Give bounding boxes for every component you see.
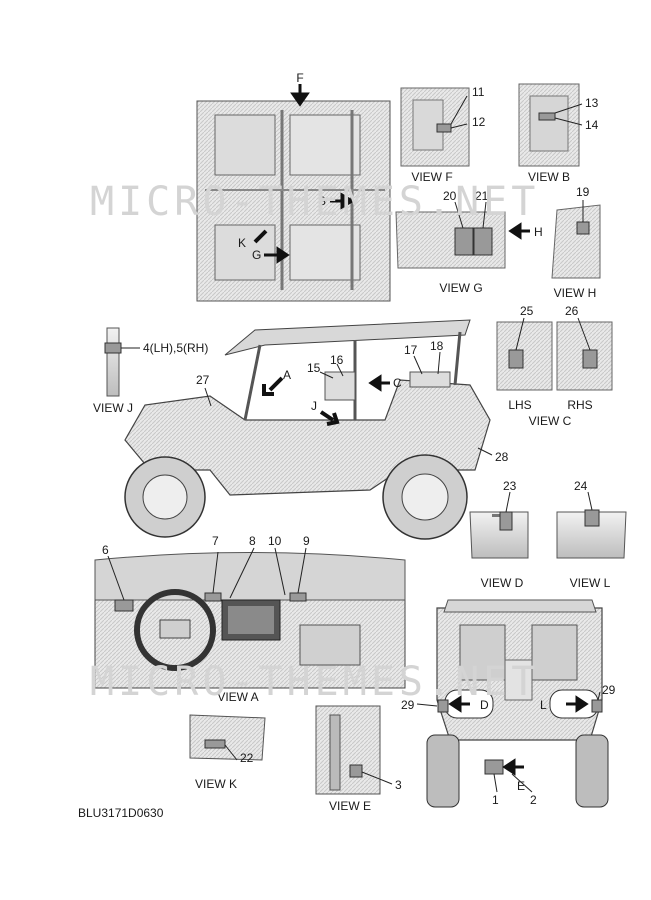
arrow-b-label: B [318, 194, 326, 208]
view-l: 24 VIEW L [556, 479, 627, 590]
callout-19: 19 [576, 185, 590, 199]
view-c-lhs: LHS [508, 398, 531, 412]
callout-14: 14 [585, 118, 599, 132]
view-c-rhs: RHS [567, 398, 592, 412]
view-e: 3 VIEW E [315, 705, 402, 813]
callout-15: 15 [307, 361, 321, 375]
arrow-l-label: L [540, 698, 547, 712]
top-view: F B K G [196, 71, 391, 302]
arrow-h-label: H [534, 225, 543, 239]
arrow-f-icon [290, 84, 310, 107]
callout-22: 22 [240, 751, 254, 765]
arrow-g-icon [264, 246, 290, 264]
view-l-title: VIEW L [570, 576, 611, 590]
view-g-title: VIEW G [439, 281, 482, 295]
callout-29-right: 29 [602, 683, 616, 697]
callout-9: 9 [303, 534, 310, 548]
view-j: 4(LH),5(RH) VIEW J [93, 327, 208, 415]
arrow-k-icon [253, 229, 268, 244]
callout-10: 10 [268, 534, 282, 548]
arrow-c-label: C [393, 376, 402, 390]
callout-18: 18 [430, 339, 444, 353]
view-j-title: VIEW J [93, 401, 133, 415]
callout-2: 2 [530, 793, 537, 807]
callout-21: 21 [475, 189, 489, 203]
view-c-title: VIEW C [529, 414, 572, 428]
arrow-j-label: J [311, 399, 317, 413]
arrow-b-icon [330, 192, 355, 210]
callout-25: 25 [520, 304, 534, 318]
callout-3: 3 [395, 778, 402, 792]
callout-17: 17 [404, 343, 418, 357]
arrow-k-label: K [238, 236, 246, 250]
arrow-d-label: D [480, 698, 489, 712]
arrow-l-icon [566, 695, 589, 713]
arrow-d-icon [448, 695, 470, 713]
view-f: 11 12 VIEW F [400, 85, 486, 184]
callout-29-left: 29 [401, 698, 415, 712]
callout-4-5: 4(LH),5(RH) [143, 341, 208, 355]
view-a-title: VIEW A [217, 690, 258, 704]
callout-12: 12 [472, 115, 486, 129]
arrow-h-icon [508, 222, 530, 240]
callout-26: 26 [565, 304, 579, 318]
view-e-title: VIEW E [329, 799, 371, 813]
callout-23: 23 [503, 479, 517, 493]
callout-8: 8 [249, 534, 256, 548]
arrow-g-label: G [252, 248, 261, 262]
view-d: 23 VIEW D [469, 479, 529, 590]
view-c: 25 26 LHS RHS VIEW C [496, 304, 613, 428]
view-k-title: VIEW K [195, 777, 237, 791]
view-b: 13 14 VIEW B [518, 83, 599, 184]
rear-view: D L 29 29 E 1 2 [401, 599, 616, 808]
watermark-bottom: MICRO-THEMES.NET [90, 659, 539, 705]
callout-27: 27 [196, 373, 210, 387]
callout-6: 6 [102, 543, 109, 557]
arrow-a-label: A [283, 368, 291, 382]
view-h-title: VIEW H [554, 286, 597, 300]
callout-7: 7 [212, 534, 219, 548]
diagram-code: BLU3171D0630 [78, 806, 164, 820]
view-f-title: VIEW F [411, 170, 452, 184]
arrow-e-icon [502, 758, 524, 776]
view-b-title: VIEW B [528, 170, 570, 184]
view-d-title: VIEW D [481, 576, 524, 590]
view-g: 20 21 H VIEW G [395, 189, 543, 295]
arrow-c-icon [368, 374, 390, 392]
arrow-f-label: F [296, 71, 303, 85]
arrow-e-label: E [517, 779, 525, 793]
arrow-j-icon [319, 410, 340, 426]
arrow-a-icon [262, 376, 284, 396]
view-h: 19 VIEW H [551, 185, 601, 300]
callout-28: 28 [495, 450, 509, 464]
callout-20: 20 [443, 189, 457, 203]
callout-1: 1 [492, 793, 499, 807]
callout-24: 24 [574, 479, 588, 493]
callout-16: 16 [330, 353, 344, 367]
view-a: 6 7 8 10 9 VIEW A [94, 534, 406, 704]
side-view: 27 A 15 16 C J 17 18 28 [124, 319, 509, 540]
view-k: 22 VIEW K [189, 714, 266, 791]
callout-13: 13 [585, 96, 599, 110]
watermark-top: MICRO-THEMES.NET [90, 179, 539, 225]
callout-11: 11 [472, 85, 485, 99]
